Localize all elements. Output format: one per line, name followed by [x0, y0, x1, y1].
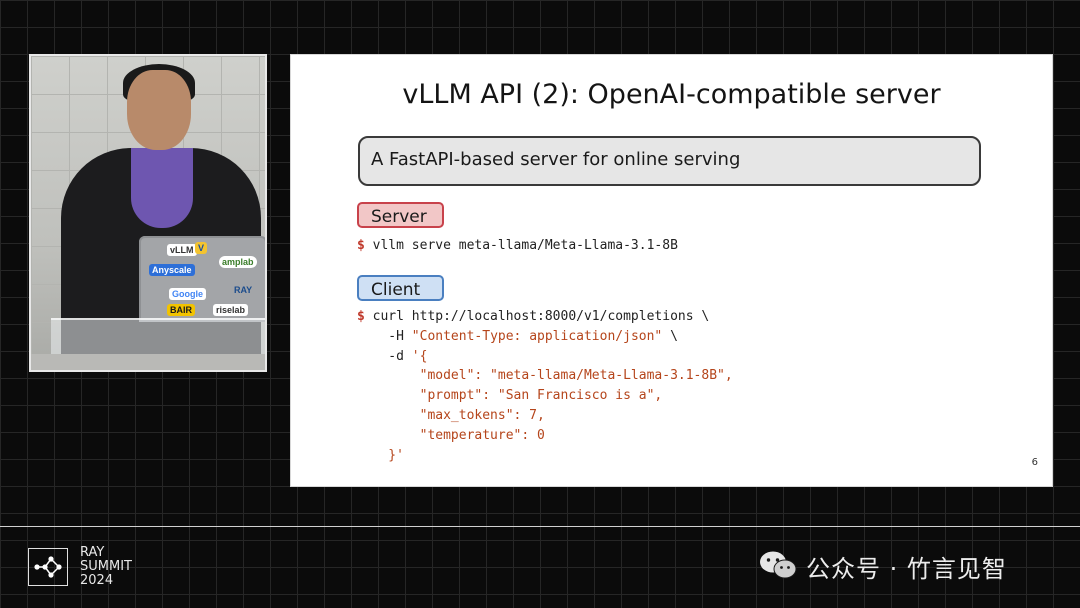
- ray-summit-logo-text: RAY SUMMIT 2024: [80, 546, 132, 588]
- logo-line-ray: RAY: [80, 545, 105, 560]
- wechat-watermark: 公众号 · 竹言见智: [806, 555, 1007, 583]
- sticker-riselab: riselab: [213, 304, 249, 316]
- shell-prompt: $: [357, 309, 365, 324]
- description-text: A FastAPI-based server for online servin…: [371, 149, 741, 170]
- description-box: A FastAPI-based server for online servin…: [358, 136, 981, 186]
- sticker-anyscale: Anyscale: [149, 264, 195, 276]
- sticker-google: Google: [169, 288, 206, 300]
- client-line-2-pre: -H: [357, 328, 412, 344]
- sticker-v: V: [195, 242, 208, 254]
- client-line-1: curl http://localhost:8000/v1/completion…: [364, 309, 710, 324]
- server-command: $ vllm serve meta-llama/Meta-Llama-3.1-8…: [357, 236, 678, 256]
- client-line-3-pre: -d: [357, 348, 412, 364]
- wechat-icon: [759, 550, 797, 585]
- speaker-video: vLLM V Anyscale amplab RAY Google BAIR r…: [29, 54, 267, 372]
- json-prompt: "prompt": "San Francisco is a",: [357, 388, 663, 404]
- footer-divider: [0, 526, 1080, 527]
- sticker-bair: BAIR: [167, 304, 195, 316]
- sticker-ray: RAY: [234, 285, 253, 295]
- laptop: vLLM V Anyscale amplab RAY Google BAIR r…: [139, 236, 265, 322]
- podium-base: [31, 354, 265, 370]
- logo-line-year: 2024: [80, 573, 114, 588]
- ray-summit-logo-icon: [28, 548, 68, 586]
- sticker-amplab: amplab: [219, 256, 257, 268]
- slide-page-number: 6: [1031, 457, 1038, 468]
- slide-title: vLLM API (2): OpenAI-compatible server: [402, 79, 941, 110]
- speaker-head: [127, 70, 191, 150]
- client-command: $ curl http://localhost:8000/v1/completi…: [357, 307, 733, 465]
- shell-prompt: $: [357, 238, 365, 253]
- client-line-2-post: \: [662, 328, 678, 344]
- client-line-2-string: "Content-Type: application/json": [411, 328, 663, 344]
- speaker-shirt: [131, 148, 193, 228]
- logo-line-summit: SUMMIT: [80, 559, 132, 574]
- json-model: "model": "meta-llama/Meta-Llama-3.1-8B",: [357, 368, 733, 384]
- server-tag-label: Server: [371, 207, 427, 227]
- json-max-tokens: "max_tokens": 7,: [357, 407, 545, 423]
- sticker-vllm: vLLM: [167, 244, 197, 256]
- presentation-slide: vLLM API (2): OpenAI-compatible server A…: [290, 54, 1053, 487]
- server-tag: Server: [357, 202, 444, 228]
- json-close: }': [357, 447, 404, 463]
- json-temperature: "temperature": 0: [357, 427, 545, 443]
- server-command-text: vllm serve meta-llama/Meta-Llama-3.1-8B: [364, 238, 678, 253]
- client-line-3-string: '{: [411, 348, 428, 364]
- client-tag: Client: [357, 275, 444, 301]
- client-tag-label: Client: [371, 280, 421, 300]
